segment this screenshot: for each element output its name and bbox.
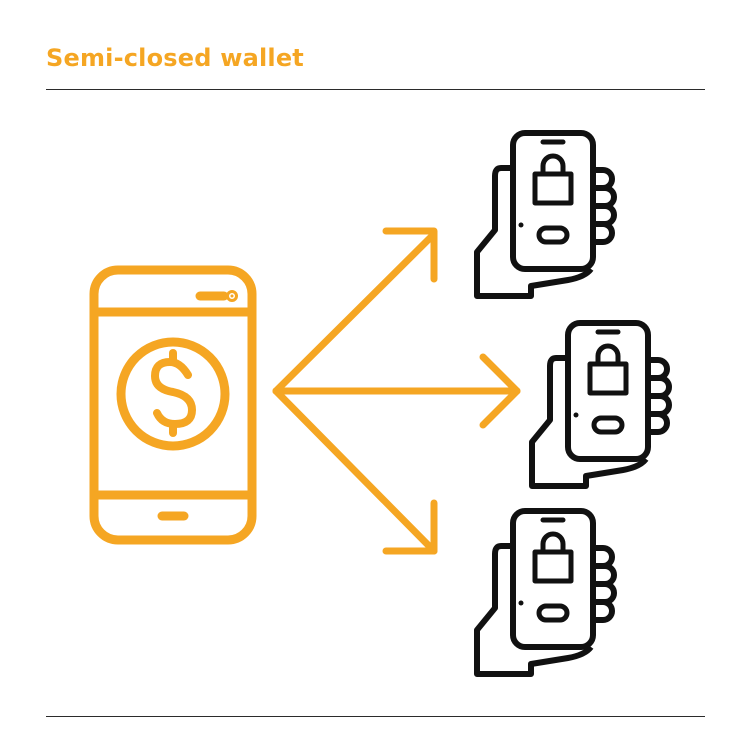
hand-phone-shopping-icon <box>532 323 669 486</box>
hand-phone-shopping-icon <box>477 511 614 674</box>
top-divider <box>46 89 705 90</box>
arrow-right <box>272 353 521 429</box>
page-title: Semi-closed wallet <box>46 44 304 72</box>
hand-phone-shopping-icon <box>477 133 614 296</box>
smartphone-dollar-icon <box>89 265 257 545</box>
bottom-divider <box>46 716 705 717</box>
arrow-up-right <box>272 227 438 395</box>
arrow-down-right <box>272 387 438 555</box>
